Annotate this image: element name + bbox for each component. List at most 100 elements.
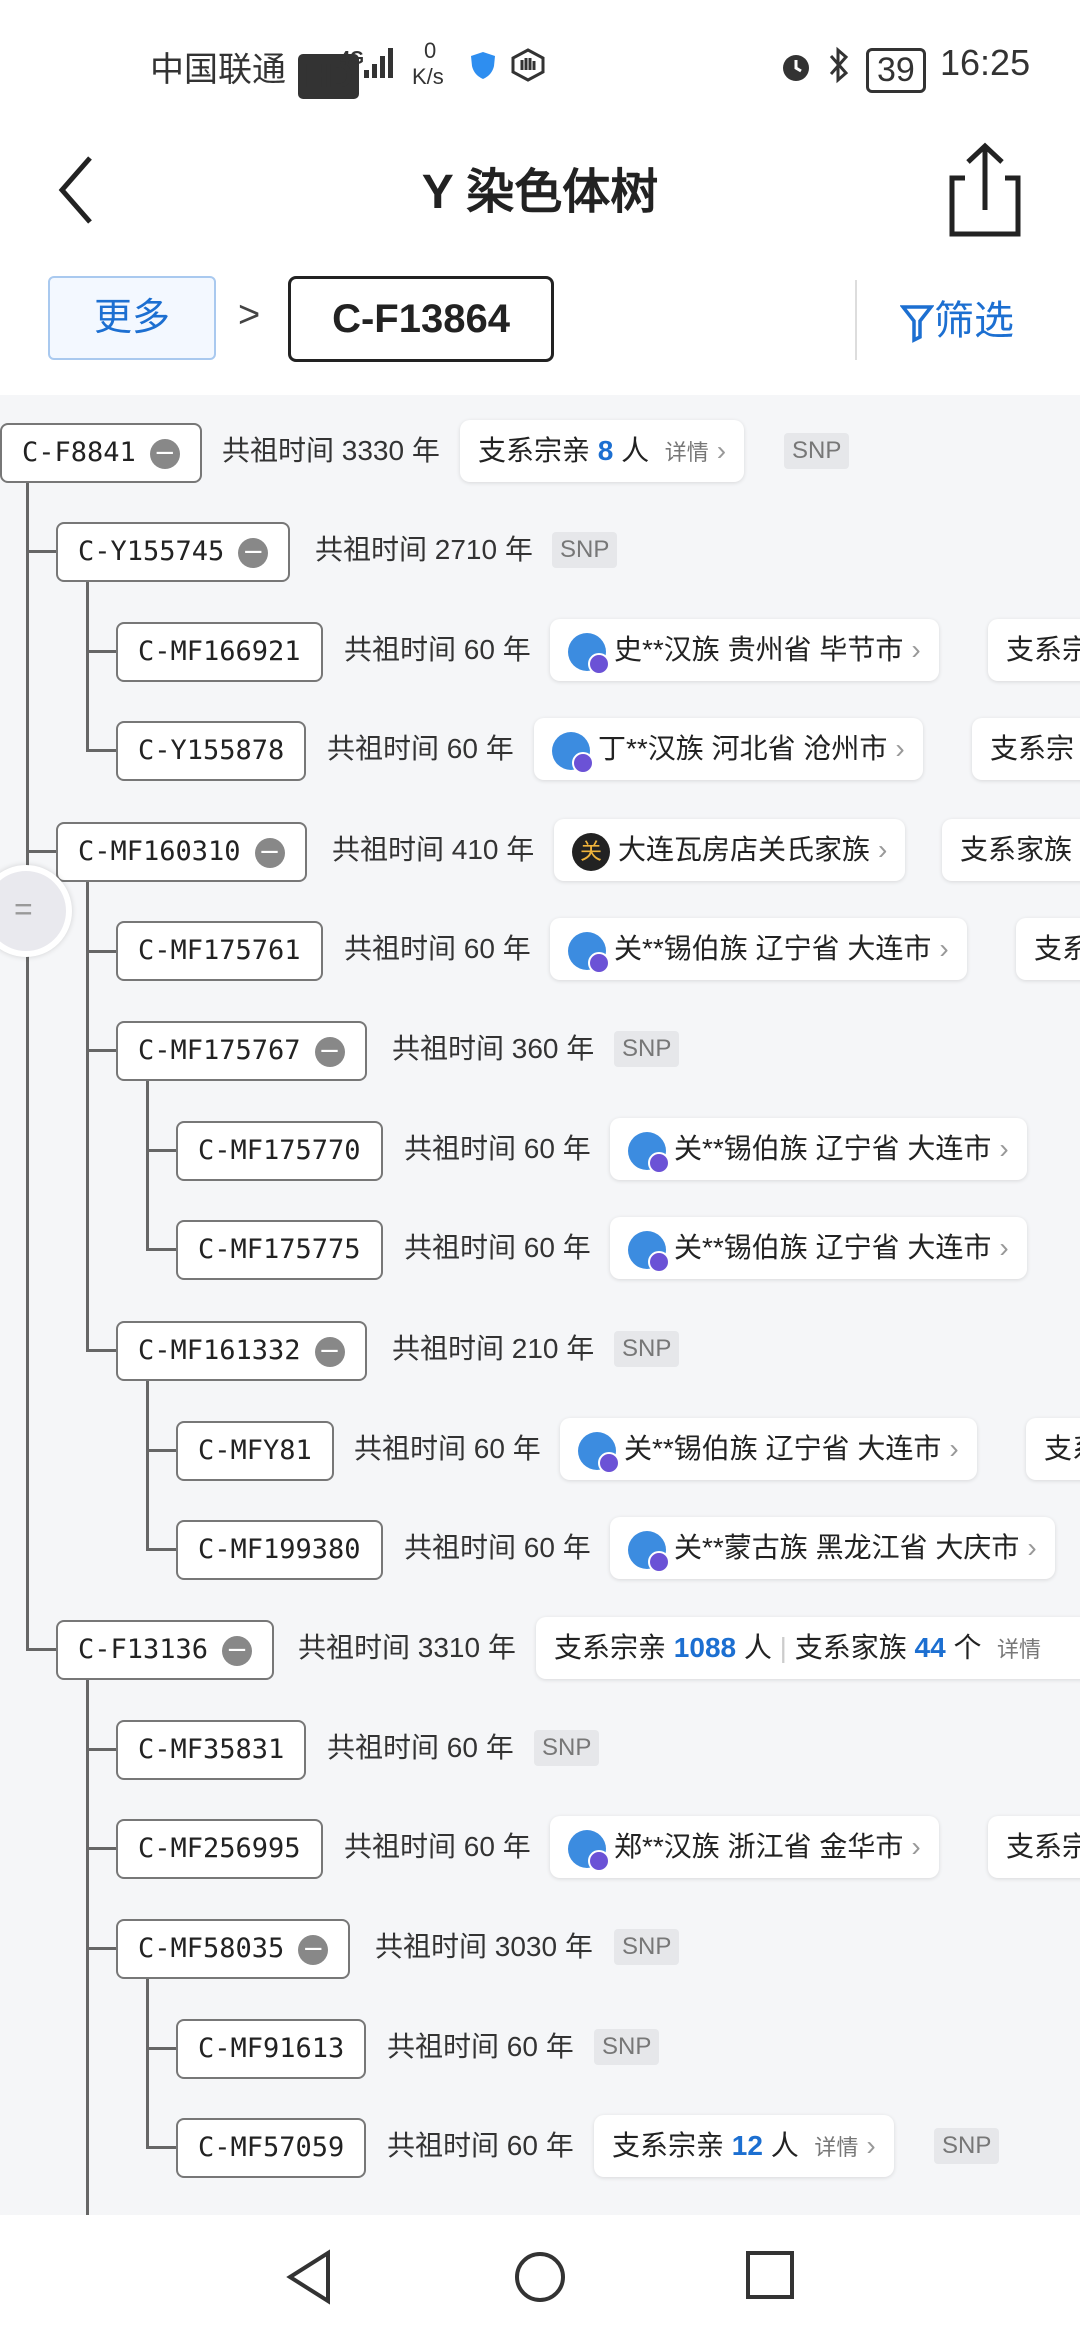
avatar [628, 1131, 670, 1174]
tree-connector [146, 2047, 176, 2050]
avatar [568, 931, 610, 974]
breadcrumb: 更多 > C-F13864 筛选 [0, 260, 1080, 395]
collapse-icon[interactable]: − [222, 1635, 253, 1666]
collapse-icon[interactable]: − [314, 1036, 345, 1067]
node-time: 共祖时间 3330 年 [222, 435, 440, 466]
tree-node[interactable]: C-MFY81 [176, 1421, 334, 1481]
current-haplogroup[interactable]: C-F13864 [288, 276, 554, 362]
tree-connector [86, 1748, 116, 1751]
snp-badge[interactable]: SNP [934, 2128, 1000, 2164]
tree-node[interactable]: C-MF256995 [116, 1819, 323, 1879]
tree-connector [86, 580, 89, 750]
floating-menu-button[interactable]: = [0, 865, 72, 957]
relatives-card[interactable]: 支系宗亲 1088 人 | 支系家族 44 个 详情 [536, 1617, 1080, 1679]
collapse-icon[interactable]: − [314, 1336, 345, 1367]
tree-node[interactable]: C-MF35831 [116, 1720, 307, 1780]
tree-connector [26, 850, 56, 853]
node-id: C-MF256995 [138, 1833, 301, 1864]
collapse-icon[interactable]: − [298, 1934, 329, 1965]
tree-connector [86, 1947, 116, 1950]
node-id: C-MF91613 [198, 2033, 345, 2064]
node-id: C-MF175767 [138, 1035, 301, 1066]
tree-node[interactable]: C-MF91613 [176, 2019, 367, 2079]
branch-card[interactable]: 支系宗 [988, 619, 1080, 681]
person-card[interactable]: 郑**汉族 浙江省 金华市› [550, 1816, 939, 1878]
more-button[interactable]: 更多 [48, 276, 216, 360]
app-header: Y 染色体树 [0, 120, 1080, 260]
person-card[interactable]: 关**锡伯族 辽宁省 大连市› [610, 1217, 1027, 1279]
filter-button[interactable]: 筛选 [899, 288, 1014, 346]
chevron-right-icon: › [999, 1133, 1009, 1164]
person-card[interactable]: 丁**汉族 河北省 沧州市› [534, 718, 923, 780]
tree-node[interactable]: C-MF166921 [116, 622, 323, 682]
node-time: 共祖时间 410 年 [332, 834, 535, 865]
tree-connector [26, 1648, 56, 1651]
snp-badge[interactable]: SNP [594, 2029, 660, 2065]
node-time: 共祖时间 60 年 [404, 1532, 591, 1563]
node-time: 共祖时间 210 年 [392, 1333, 595, 1364]
collapse-icon[interactable]: − [149, 438, 180, 469]
branch-card[interactable]: 支系宗 [988, 1816, 1080, 1878]
divider [855, 280, 857, 360]
branch-card[interactable]: 支系宗 [972, 718, 1080, 780]
snp-badge[interactable]: SNP [614, 1031, 680, 1067]
person-card[interactable]: 关**锡伯族 辽宁省 大连市› [610, 1118, 1027, 1180]
chevron-right-icon: › [878, 834, 888, 865]
node-time: 共祖时间 60 年 [344, 933, 531, 964]
branch-card[interactable]: 支系家族 [942, 819, 1080, 881]
avatar [568, 1829, 610, 1872]
person-card[interactable]: 史**汉族 贵州省 毕节市› [550, 619, 939, 681]
relatives-card[interactable]: 支系宗亲 8 人 详情› [460, 420, 745, 482]
tree-node[interactable]: C-Y155745− [56, 522, 291, 582]
system-nav-bar [0, 2215, 1080, 2340]
nav-home-icon[interactable] [512, 2249, 568, 2305]
tree-node[interactable]: C-MF175767− [116, 1021, 367, 1081]
clock: 16:25 [940, 42, 1031, 83]
tree-node[interactable]: C-MF160310− [56, 822, 307, 882]
tree-node[interactable]: C-F13136− [56, 1620, 275, 1680]
tree-node[interactable]: C-MF161332− [116, 1321, 367, 1381]
node-time: 共祖时间 60 年 [344, 634, 531, 665]
snp-badge[interactable]: SNP [534, 1730, 600, 1766]
tree-node[interactable]: C-F8841− [0, 423, 202, 483]
snp-badge[interactable]: SNP [784, 433, 850, 469]
nav-back-icon[interactable] [284, 2249, 334, 2305]
person-card[interactable]: 关**锡伯族 辽宁省 大连市› [560, 1418, 977, 1480]
chevron-right-icon: › [999, 1232, 1009, 1263]
carrier-name: 中国联通 [150, 51, 286, 89]
tree-node[interactable]: C-MF175770 [176, 1121, 383, 1181]
relatives-card[interactable]: 支系宗亲 12 人 详情› [594, 2115, 894, 2177]
tree-node[interactable]: C-MF57059 [176, 2118, 367, 2178]
tree-node[interactable]: C-Y155878 [116, 721, 307, 781]
nav-recents-icon[interactable] [744, 2249, 796, 2301]
snp-badge[interactable]: SNP [614, 1331, 680, 1367]
node-id: C-Y155745 [78, 536, 225, 567]
chevron-right-icon: › [911, 634, 921, 665]
tree-node[interactable]: C-MF58035− [116, 1919, 351, 1979]
branch-card[interactable]: 支系 [1026, 1418, 1080, 1480]
clan-card[interactable]: 关大连瓦房店关氏家族› [554, 819, 906, 881]
node-id: C-MF160310 [78, 836, 241, 867]
node-time: 共祖时间 60 年 [344, 1831, 531, 1862]
snp-badge[interactable]: SNP [614, 1929, 680, 1965]
tree-node[interactable]: C-MF175775 [176, 1220, 383, 1280]
branch-card[interactable]: 支系 [1016, 918, 1080, 980]
chevron-right-icon: › [911, 1831, 921, 1862]
snp-badge[interactable]: SNP [552, 532, 618, 568]
node-id: C-MF166921 [138, 636, 301, 667]
collapse-icon[interactable]: − [254, 837, 285, 868]
tree-connector [146, 1379, 149, 1549]
tree-node[interactable]: C-MF175761 [116, 921, 323, 981]
node-time: 共祖时间 3030 年 [375, 1931, 593, 1962]
collapse-icon[interactable]: − [238, 537, 269, 568]
share-icon[interactable] [940, 140, 1030, 240]
tree-connector [86, 1678, 89, 2215]
person-card[interactable]: 关**锡伯族 辽宁省 大连市› [550, 918, 967, 980]
tree-node[interactable]: C-MF199380 [176, 1520, 383, 1580]
menu-icon: = [14, 891, 33, 927]
tree-connector [146, 1079, 149, 1249]
node-id: C-MFY81 [198, 1435, 312, 1466]
person-card[interactable]: 关**蒙古族 黑龙江省 大庆市› [610, 1517, 1055, 1579]
back-arrow-icon[interactable] [50, 150, 130, 230]
status-bar: 中国联通 HD 4G 0 K/s 39 16:25 [0, 0, 1080, 120]
